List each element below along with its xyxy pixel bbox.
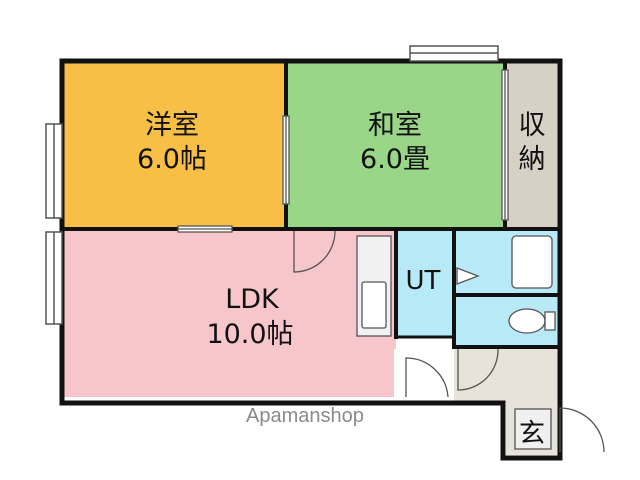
doors <box>177 69 605 453</box>
hall-fill <box>454 347 558 403</box>
fixtures <box>356 235 556 450</box>
storage-label-1: 収 <box>519 110 546 141</box>
toilet-bowl <box>508 308 546 334</box>
ldk-name: LDK <box>225 284 280 315</box>
ldk-size: 10.0帖 <box>206 319 293 350</box>
swing-door-hall <box>405 357 449 398</box>
storage-fill <box>506 63 558 227</box>
japanese-room-size: 6.0畳 <box>360 144 430 175</box>
toilet-door <box>457 348 499 391</box>
windows <box>45 45 499 325</box>
washer-marker <box>456 267 480 285</box>
swing-door-ldk <box>293 230 336 273</box>
western-room-size: 6.0帖 <box>137 144 207 175</box>
swing-door-entrance <box>559 407 605 453</box>
bathtub <box>511 235 553 289</box>
japanese-room-fill <box>287 63 505 227</box>
western-room-name: 洋室 <box>145 110 199 141</box>
sink <box>361 281 387 329</box>
entrance-name: 玄 <box>519 419 545 449</box>
utility-name: UT <box>406 266 441 296</box>
toilet-tank <box>544 311 556 331</box>
shoe-cabinet <box>514 408 552 450</box>
ldk-fill <box>64 229 394 397</box>
utility-fill <box>396 229 454 337</box>
storage-label-2: 納 <box>519 144 546 175</box>
japanese-room-name: 和室 <box>368 110 422 141</box>
western-room-fill <box>64 63 286 227</box>
watermark: Apamanshop <box>246 405 364 427</box>
